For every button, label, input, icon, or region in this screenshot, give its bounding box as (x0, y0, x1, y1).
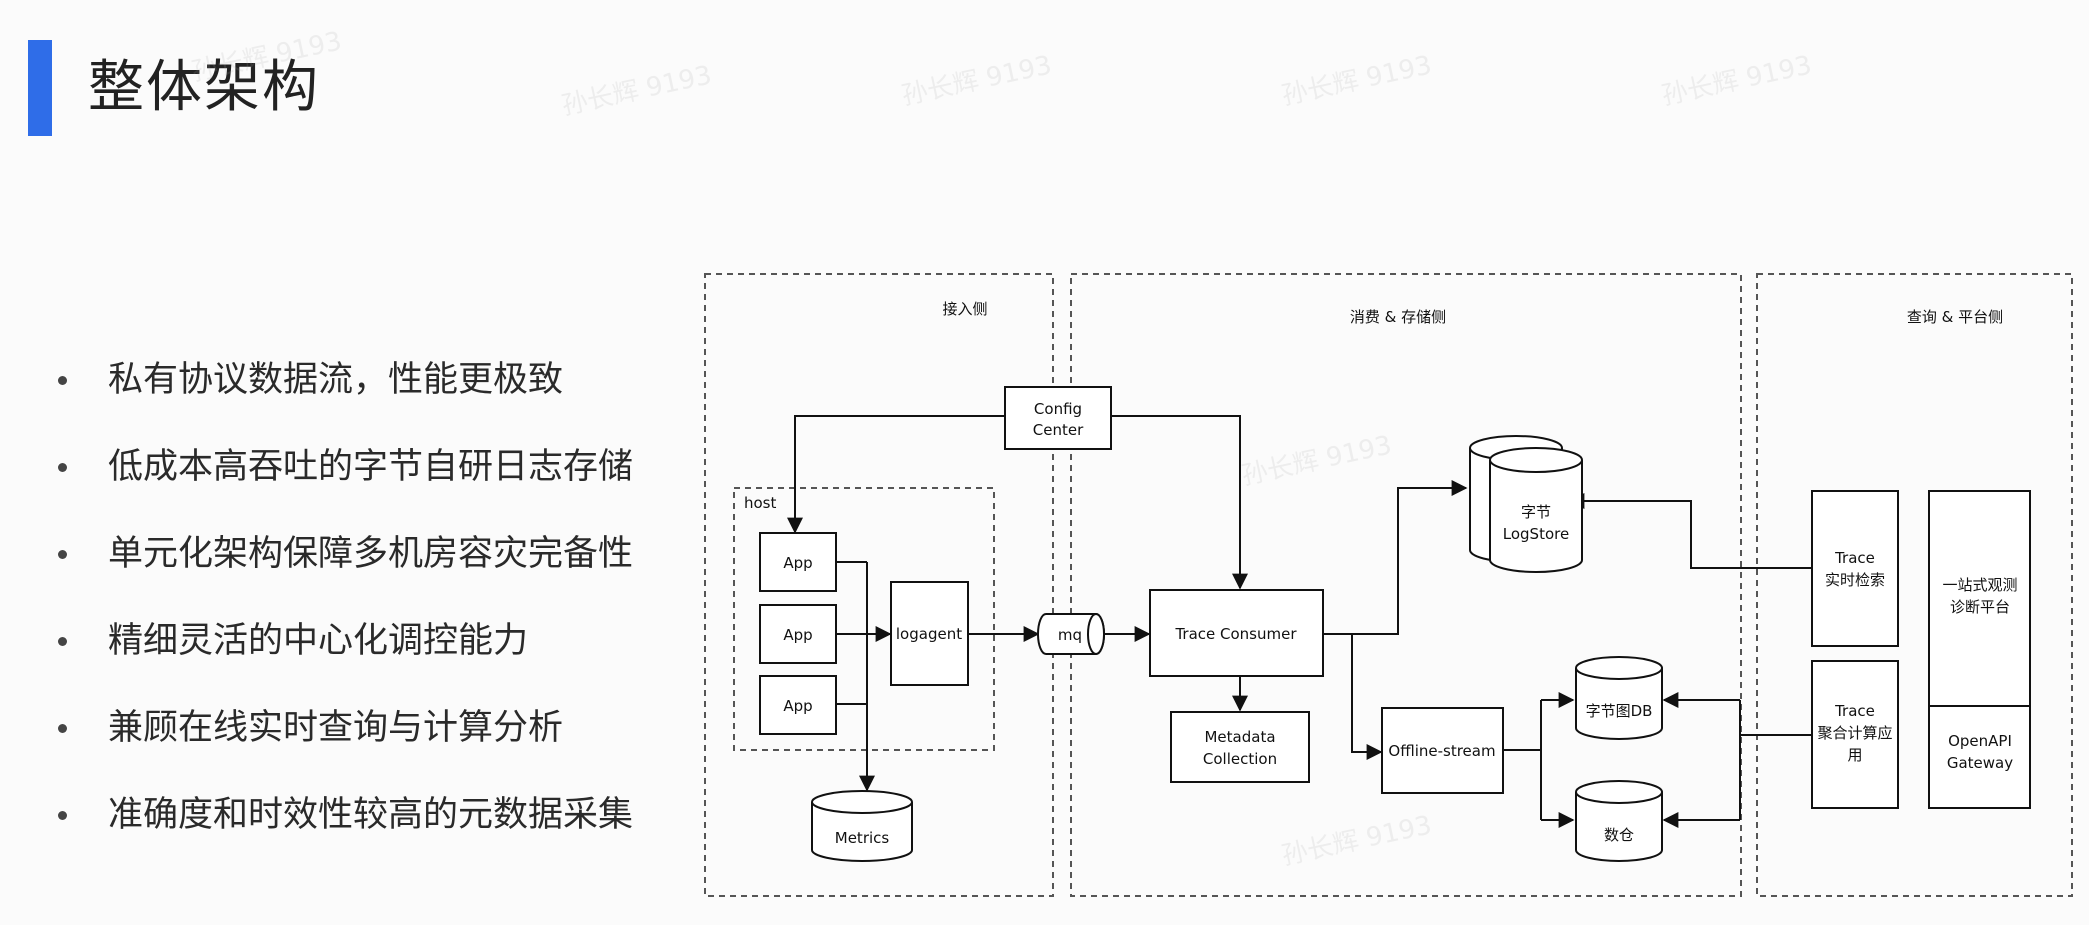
offline-stream-label: Offline-stream (1388, 742, 1495, 760)
consume-store-section (1070, 273, 1742, 897)
edge-config-to-consumer (1111, 415, 1248, 590)
feature-item: 低成本高吞吐的字节自研日志存储 (52, 439, 633, 526)
ingest-section (704, 273, 1054, 897)
logstore-database-icon (1469, 435, 1583, 573)
trace-search-label: 实时检索 (1825, 571, 1885, 589)
logagent-label: logagent (896, 625, 962, 643)
feature-item: 精细灵活的中心化调控能力 (52, 613, 633, 700)
bullet-dot-icon (58, 376, 67, 385)
platform-label: 一站式观测 (1942, 576, 2017, 594)
app-node (759, 532, 837, 592)
feature-list: 私有协议数据流，性能更极致 低成本高吞吐的字节自研日志存储 单元化架构保障多机房… (52, 352, 633, 874)
graph-db-icon (1575, 656, 1663, 740)
section-title-ingest: 接入侧 (942, 300, 987, 318)
feature-text: 兼顾在线实时查询与计算分析 (108, 708, 564, 748)
feature-item: 兼顾在线实时查询与计算分析 (52, 700, 633, 787)
mq-queue-icon (1037, 613, 1105, 655)
feature-text: 低成本高吞吐的字节自研日志存储 (108, 447, 634, 487)
trace-consumer-node (1149, 589, 1324, 677)
config-center-label: Config (1034, 400, 1082, 418)
page-title: 整体架构 (88, 55, 320, 120)
bullet-dot-icon (58, 724, 67, 733)
app-label: App (783, 697, 812, 715)
trace-aggregation-node (1811, 660, 1899, 809)
config-center-node (1004, 386, 1112, 450)
edge-search-to-logstore (1568, 493, 1812, 569)
bullet-dot-icon (58, 463, 67, 472)
metrics-database-icon (811, 790, 913, 862)
platform-label: 诊断平台 (1950, 598, 2010, 616)
section-title-consume-store: 消费 & 存储侧 (1350, 308, 1446, 326)
data-warehouse-label: 数仓 (1604, 826, 1634, 844)
offline-stream-node (1381, 707, 1504, 794)
logstore-label: 字节 (1521, 503, 1551, 521)
feature-text: 私有协议数据流，性能更极致 (108, 360, 564, 400)
feature-text: 精细灵活的中心化调控能力 (108, 621, 529, 661)
query-platform-section (1756, 273, 2073, 897)
feature-item: 准确度和时效性较高的元数据采集 (52, 787, 633, 874)
bullet-dot-icon (58, 637, 67, 646)
edge-consumer-to-offline (1351, 634, 1383, 760)
app-label: App (783, 554, 812, 572)
openapi-gateway-label: Gateway (1947, 754, 2013, 772)
app-node (759, 604, 837, 664)
openapi-gateway-label: OpenAPI (1948, 732, 2012, 750)
trace-agg-label: Trace (1834, 702, 1875, 720)
app-node (759, 675, 837, 735)
feature-text: 单元化架构保障多机房容灾完备性 (108, 534, 634, 574)
bullet-dot-icon (58, 550, 67, 559)
trace-realtime-search-node (1811, 490, 1899, 647)
edge-config-to-app (787, 415, 1005, 534)
bullet-dot-icon (58, 811, 67, 820)
metrics-label: Metrics (835, 829, 890, 847)
host-container (733, 487, 995, 751)
host-label: host (744, 494, 776, 512)
observability-platform-node (1928, 490, 2031, 809)
feature-text: 准确度和时效性较高的元数据采集 (108, 795, 634, 835)
mq-label: mq (1058, 626, 1082, 644)
section-title-query-platform: 查询 & 平台侧 (1907, 308, 2003, 326)
config-center-label: Center (1033, 421, 1084, 439)
trace-agg-label: 用 (1847, 746, 1862, 764)
trace-search-label: Trace (1834, 549, 1875, 567)
metadata-label: Collection (1203, 750, 1277, 768)
graph-db-label: 字节图DB (1586, 702, 1653, 720)
feature-item: 单元化架构保障多机房容灾完备性 (52, 526, 633, 613)
edge-consumer-to-logstore (1323, 480, 1468, 635)
trace-consumer-label: Trace Consumer (1174, 625, 1297, 643)
app-label: App (783, 626, 812, 644)
logagent-node (890, 581, 969, 686)
title-accent-bar (28, 40, 52, 136)
feature-item: 私有协议数据流，性能更极致 (52, 352, 633, 439)
connectors (787, 415, 1812, 828)
logstore-label: LogStore (1503, 525, 1569, 543)
data-warehouse-icon (1575, 780, 1663, 862)
trace-agg-label: 聚合计算应 (1817, 724, 1892, 742)
metadata-collection-node (1170, 711, 1310, 783)
metadata-label: Metadata (1204, 728, 1275, 746)
